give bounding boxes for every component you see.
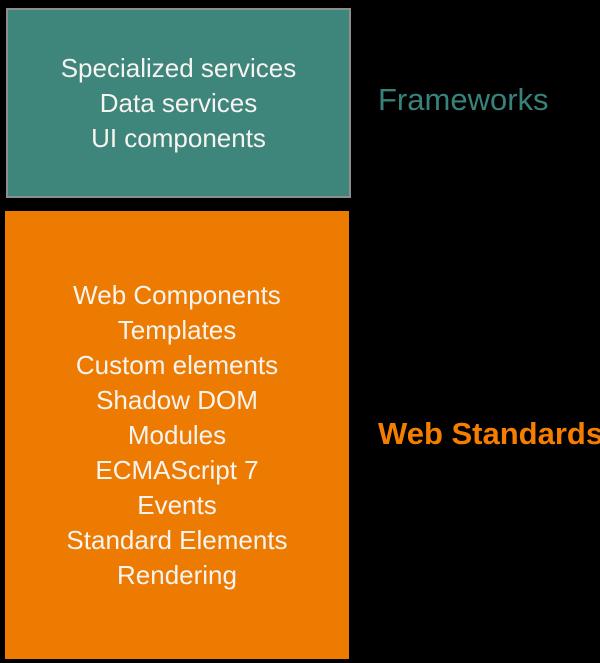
standards-item: ECMAScript 7 xyxy=(95,454,259,485)
web-standards-label: Web Standards xyxy=(378,416,600,451)
standards-item: Shadow DOM xyxy=(96,384,258,415)
standards-item: Events xyxy=(137,489,217,520)
standards-item: Modules xyxy=(127,419,227,450)
frameworks-box: Specialized services Data services UI co… xyxy=(6,8,351,198)
web-standards-box: Web Components Templates Custom elements… xyxy=(5,211,349,659)
standards-item: Standard Elements xyxy=(66,524,288,555)
frameworks-item: Data services xyxy=(99,87,258,118)
frameworks-item: Specialized services xyxy=(60,52,297,83)
standards-item: Templates xyxy=(117,314,237,345)
frameworks-label: Frameworks xyxy=(378,82,549,117)
standards-item: Web Components xyxy=(73,279,281,310)
frameworks-item: UI components xyxy=(91,122,266,153)
standards-item: Rendering xyxy=(117,559,237,590)
standards-item: Custom elements xyxy=(75,349,279,380)
